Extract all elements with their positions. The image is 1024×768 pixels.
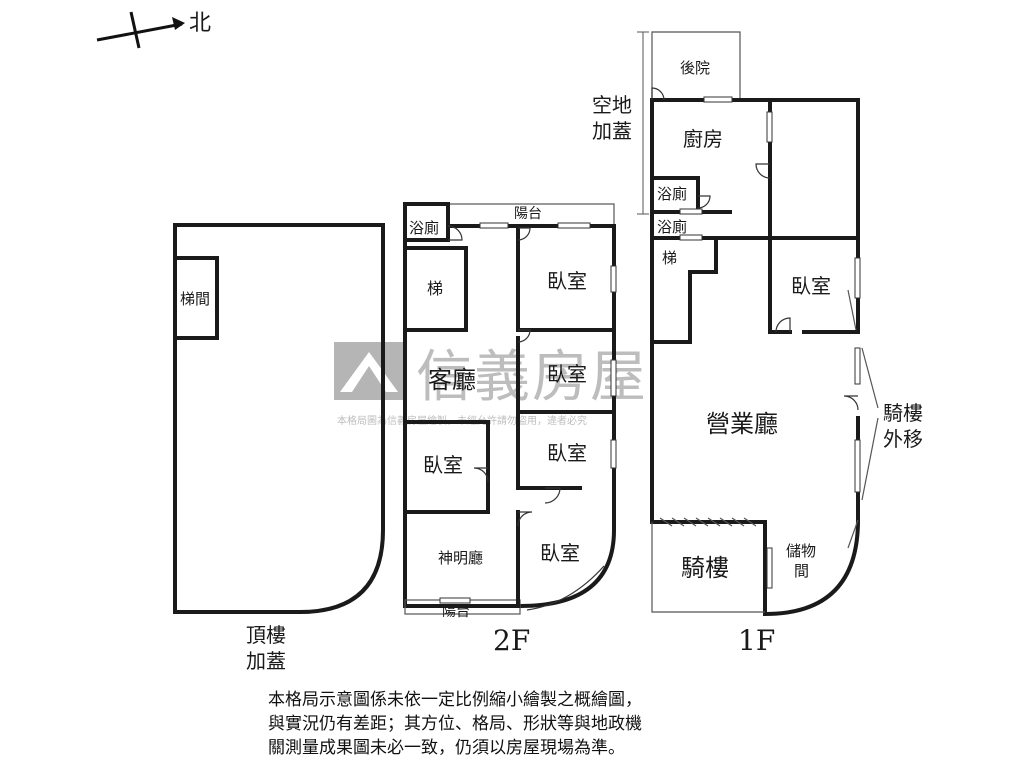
2f-bedroom-3-label: 臥室 bbox=[423, 453, 463, 477]
1f-bath-2-label: 浴廁 bbox=[657, 218, 687, 236]
north-compass: 北 bbox=[96, 11, 211, 49]
roof-caption-line2: 加蓋 bbox=[246, 649, 286, 673]
2f-stair-label: 梯 bbox=[427, 279, 443, 298]
disclaimer-line-1: 本格局示意圖係未依一定比例縮小繪製之概繪圖， bbox=[268, 690, 642, 710]
2f-bedroom-2-label: 臥室 bbox=[547, 362, 587, 386]
2f-bedroom-5-label: 臥室 bbox=[540, 541, 580, 565]
1f-arcade-shift-line2: 外移 bbox=[883, 427, 923, 451]
1f-annex-line1: 空地 bbox=[592, 93, 632, 117]
watermark-brand: 信義房屋 bbox=[416, 345, 648, 410]
1f-bedroom-label: 臥室 bbox=[791, 274, 831, 298]
second-floor: 浴廁 陽台 梯 臥室 客廳 臥室 臥室 臥室 神明廳 臥室 陽台 2F bbox=[403, 202, 617, 657]
1f-arcade-shift-line1: 騎樓 bbox=[883, 401, 923, 425]
compass-north-label: 北 bbox=[189, 11, 211, 36]
first-floor: 空地 加蓋 後院 廚房 浴廁 浴廁 梯 臥室 營業廳 騎樓 外移 騎樓 儲物 間… bbox=[592, 31, 923, 657]
brand-logo-icon bbox=[334, 342, 404, 400]
2f-caption: 2F bbox=[493, 624, 530, 657]
2f-bath-label: 浴廁 bbox=[409, 219, 439, 237]
roof-floor: 梯間 頂樓 加蓋 bbox=[173, 223, 385, 673]
1f-kitchen-label: 廚房 bbox=[683, 127, 723, 151]
annex-dimension-line bbox=[637, 31, 649, 215]
roof-stair-label: 梯間 bbox=[180, 290, 210, 308]
1f-storage-line2: 間 bbox=[794, 562, 809, 580]
1f-backyard-label: 後院 bbox=[680, 59, 710, 77]
2f-living-label: 客廳 bbox=[428, 366, 476, 394]
2f-balcony-top-label: 陽台 bbox=[514, 206, 542, 222]
watermark: 信義房屋 本格局圖為信義房屋繪製，未經允許請勿盜用，違者必究 bbox=[334, 342, 648, 427]
1f-business-hall-label: 營業廳 bbox=[706, 410, 778, 438]
1f-storage-line1: 儲物 bbox=[786, 542, 816, 560]
disclaimer-line-2: 與實況仍有差距；其方位、格局、形狀等與地政機 bbox=[268, 714, 642, 734]
2f-balcony-bottom-label: 陽台 bbox=[442, 604, 470, 620]
disclaimer-note: 本格局示意圖係未依一定比例縮小繪製之概繪圖， 與實況仍有差距；其方位、格局、形狀… bbox=[268, 688, 788, 760]
1f-annex-line2: 加蓋 bbox=[592, 119, 632, 143]
2f-shrine-label: 神明廳 bbox=[438, 549, 483, 567]
1f-bath-1-label: 浴廁 bbox=[657, 185, 687, 203]
1f-stair-label: 梯 bbox=[662, 249, 677, 267]
1f-caption: 1F bbox=[738, 624, 775, 657]
2f-bedroom-1-label: 臥室 bbox=[547, 269, 587, 293]
roof-caption-line1: 頂樓 bbox=[246, 623, 286, 647]
disclaimer-line-3: 關測量成果圖未必一致，仍須以房屋現場為準。 bbox=[268, 738, 625, 758]
1f-arcade-label: 騎樓 bbox=[681, 554, 729, 582]
2f-bedroom-4-label: 臥室 bbox=[547, 441, 587, 465]
